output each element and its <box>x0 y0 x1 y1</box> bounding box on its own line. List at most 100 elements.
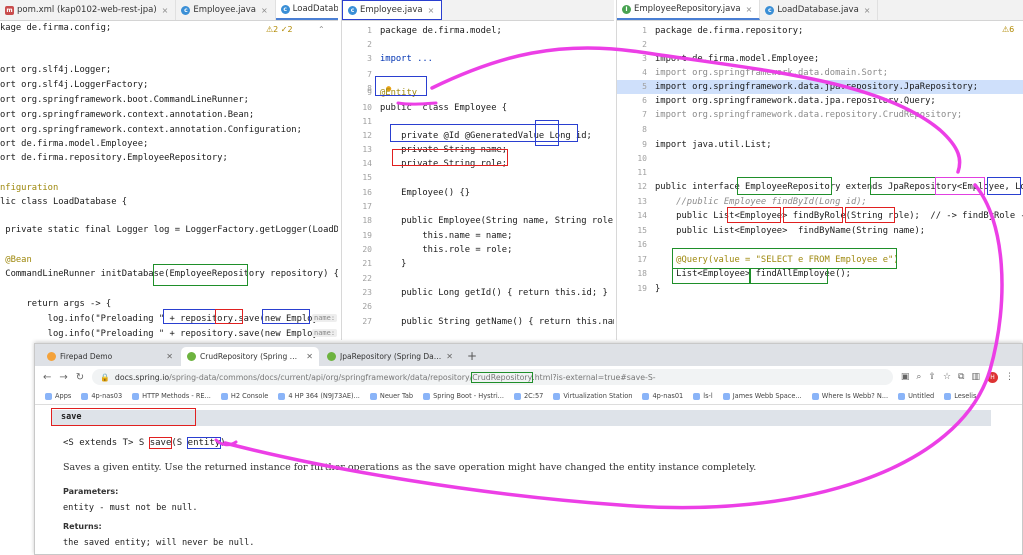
bookmark-item[interactable]: Virtualization Station <box>553 392 632 400</box>
url-field[interactable]: 🔒 docs.spring.io/spring-data/commons/doc… <box>92 369 893 385</box>
close-icon[interactable]: × <box>745 4 753 14</box>
close-icon[interactable]: × <box>161 5 169 15</box>
param-hint: name: <box>312 314 338 322</box>
code-line: 16 Employee() {} <box>362 188 471 198</box>
java-interface-icon: I <box>622 4 631 14</box>
bookmark-item[interactable]: 2C:57 <box>513 392 543 400</box>
close-icon[interactable]: ✕ <box>306 352 313 361</box>
extension-icon[interactable]: ⧉ <box>958 371 965 382</box>
avatar[interactable]: H <box>987 371 998 383</box>
toolbar-icons: ▣ ⌕ ⇪ ☆ ⧉ ▥ H ⋮ <box>900 371 1014 383</box>
code-line: 9@Entity <box>367 88 418 98</box>
browser-window: Firepad Demo✕ CrudRepository (Spring Dat… <box>34 343 1023 555</box>
left-code-area[interactable]: kage de.firma.config; ort org.slf4j.Logg… <box>0 21 338 340</box>
bookmark-icon <box>553 392 561 400</box>
folded-imports[interactable]: import ... <box>380 54 433 64</box>
bookmark-item[interactable]: Neuer Tab <box>369 392 413 400</box>
java-class-icon: c <box>280 4 290 14</box>
spring-leaf-icon <box>327 352 336 361</box>
bookmark-item[interactable]: Where Is Webb? N... <box>811 392 888 400</box>
code-line: 19 this.name = name; <box>362 231 513 241</box>
browser-tab-strip: Firepad Demo✕ CrudRepository (Spring Dat… <box>35 344 1022 366</box>
code-line: 15 public List<Employee> findByName(Stri… <box>637 226 926 236</box>
java-class-icon: c <box>765 5 775 15</box>
code-line: 11 <box>362 117 372 126</box>
code-line: kage de.firma.config; <box>0 23 112 33</box>
chevron-up-icon[interactable]: ⌃ <box>318 25 325 34</box>
menu-icon[interactable]: ⋮ <box>1005 371 1014 382</box>
code-line: private static final Logger log = Logger… <box>0 225 338 235</box>
bookmarks-bar: Apps 4p-nas03 HTTP Methods - RE... H2 Co… <box>35 388 1022 405</box>
code-line: 8 <box>642 125 647 134</box>
zoom-icon[interactable]: ⌕ <box>916 371 922 382</box>
code-line: 18 List<Employee> findAllEmployee(); <box>637 269 851 279</box>
close-icon[interactable]: ✕ <box>446 352 453 361</box>
spring-leaf-icon <box>187 352 196 361</box>
code-line: 22 <box>362 274 372 283</box>
close-icon[interactable]: × <box>427 5 435 15</box>
lightbulb-icon[interactable]: ● <box>386 84 392 94</box>
code-line: log.info("Preloading " + repository.save… <box>0 329 334 339</box>
close-icon[interactable]: ✕ <box>166 352 173 361</box>
code-line: 17 @Query(value = "SELECT e FROM Employe… <box>637 255 899 265</box>
bookmark-item[interactable]: 4p-nas01 <box>642 392 683 400</box>
code-line: 13 //public Employee findById(Long id); <box>637 197 867 207</box>
close-icon[interactable]: × <box>863 5 871 15</box>
code-line: 21 } <box>362 259 407 269</box>
method-signature: <S extends T> S save(S entity) <box>63 437 226 449</box>
code-line: 17 <box>362 202 372 211</box>
bookmark-item[interactable]: 4p-nas03 <box>81 392 122 400</box>
back-arrow-icon[interactable]: ← <box>43 371 52 383</box>
close-icon[interactable]: × <box>260 5 268 15</box>
code-line: 27 public String getName() { return this… <box>362 317 614 327</box>
code-line: 11 <box>637 168 647 177</box>
code-line: ort org.springframework.context.annotati… <box>0 125 302 135</box>
url-highlight: CrudRepository <box>471 371 534 383</box>
code-line: 10 <box>637 154 647 163</box>
code-line: 13 private String name; <box>362 145 508 155</box>
bookmark-icon <box>722 392 730 400</box>
bookmark-icon <box>278 392 286 400</box>
browser-tab-crudrepository[interactable]: CrudRepository (Spring Data Co✕ <box>181 347 319 366</box>
code-line: 2 <box>642 40 647 49</box>
inspection-warnings[interactable]: ⚠6 <box>1002 25 1015 34</box>
bookmark-item[interactable]: Spring Boot - Hystri... <box>423 392 504 400</box>
code-line: 20 this.role = role; <box>362 245 513 255</box>
sidebar-icon[interactable]: ▥ <box>971 371 980 382</box>
inspection-warnings[interactable]: ⚠2 ✓2 <box>266 25 293 34</box>
share-icon[interactable]: ⇪ <box>928 371 936 382</box>
code-line: ort org.slf4j.LoggerFactory; <box>0 80 149 90</box>
bookmark-item[interactable]: Leselis <box>944 392 976 400</box>
bookmark-icon <box>369 392 377 400</box>
code-line: ort de.firma.model.Employee; <box>0 139 149 149</box>
browser-tab-firepad[interactable]: Firepad Demo✕ <box>41 347 179 366</box>
star-icon[interactable]: ☆ <box>942 371 952 382</box>
bookmark-item[interactable]: Untitled <box>898 392 934 400</box>
reload-icon[interactable]: ↻ <box>75 371 85 383</box>
bookmark-item[interactable]: ls-l <box>693 392 713 400</box>
forward-arrow-icon[interactable]: → <box>59 371 68 383</box>
browser-tab-jparepository[interactable]: JpaRepository (Spring Data JPA✕ <box>321 347 459 366</box>
code-line: ort org.springframework.context.annotati… <box>0 110 255 120</box>
bookmark-icon <box>81 392 89 400</box>
bookmark-item[interactable]: H2 Console <box>220 392 268 400</box>
screenshot-icon[interactable]: ▣ <box>900 371 910 382</box>
bookmark-item[interactable]: 4 HP 364 (N9J73AE)... <box>278 392 360 400</box>
new-tab-button[interactable]: + <box>467 349 478 363</box>
params-label: Parameters: <box>63 487 119 496</box>
bookmark-item[interactable]: James Webb Space... <box>722 392 802 400</box>
bookmark-item[interactable]: Apps <box>45 392 71 400</box>
bookmark-item[interactable]: HTTP Methods - RE... <box>132 392 211 400</box>
